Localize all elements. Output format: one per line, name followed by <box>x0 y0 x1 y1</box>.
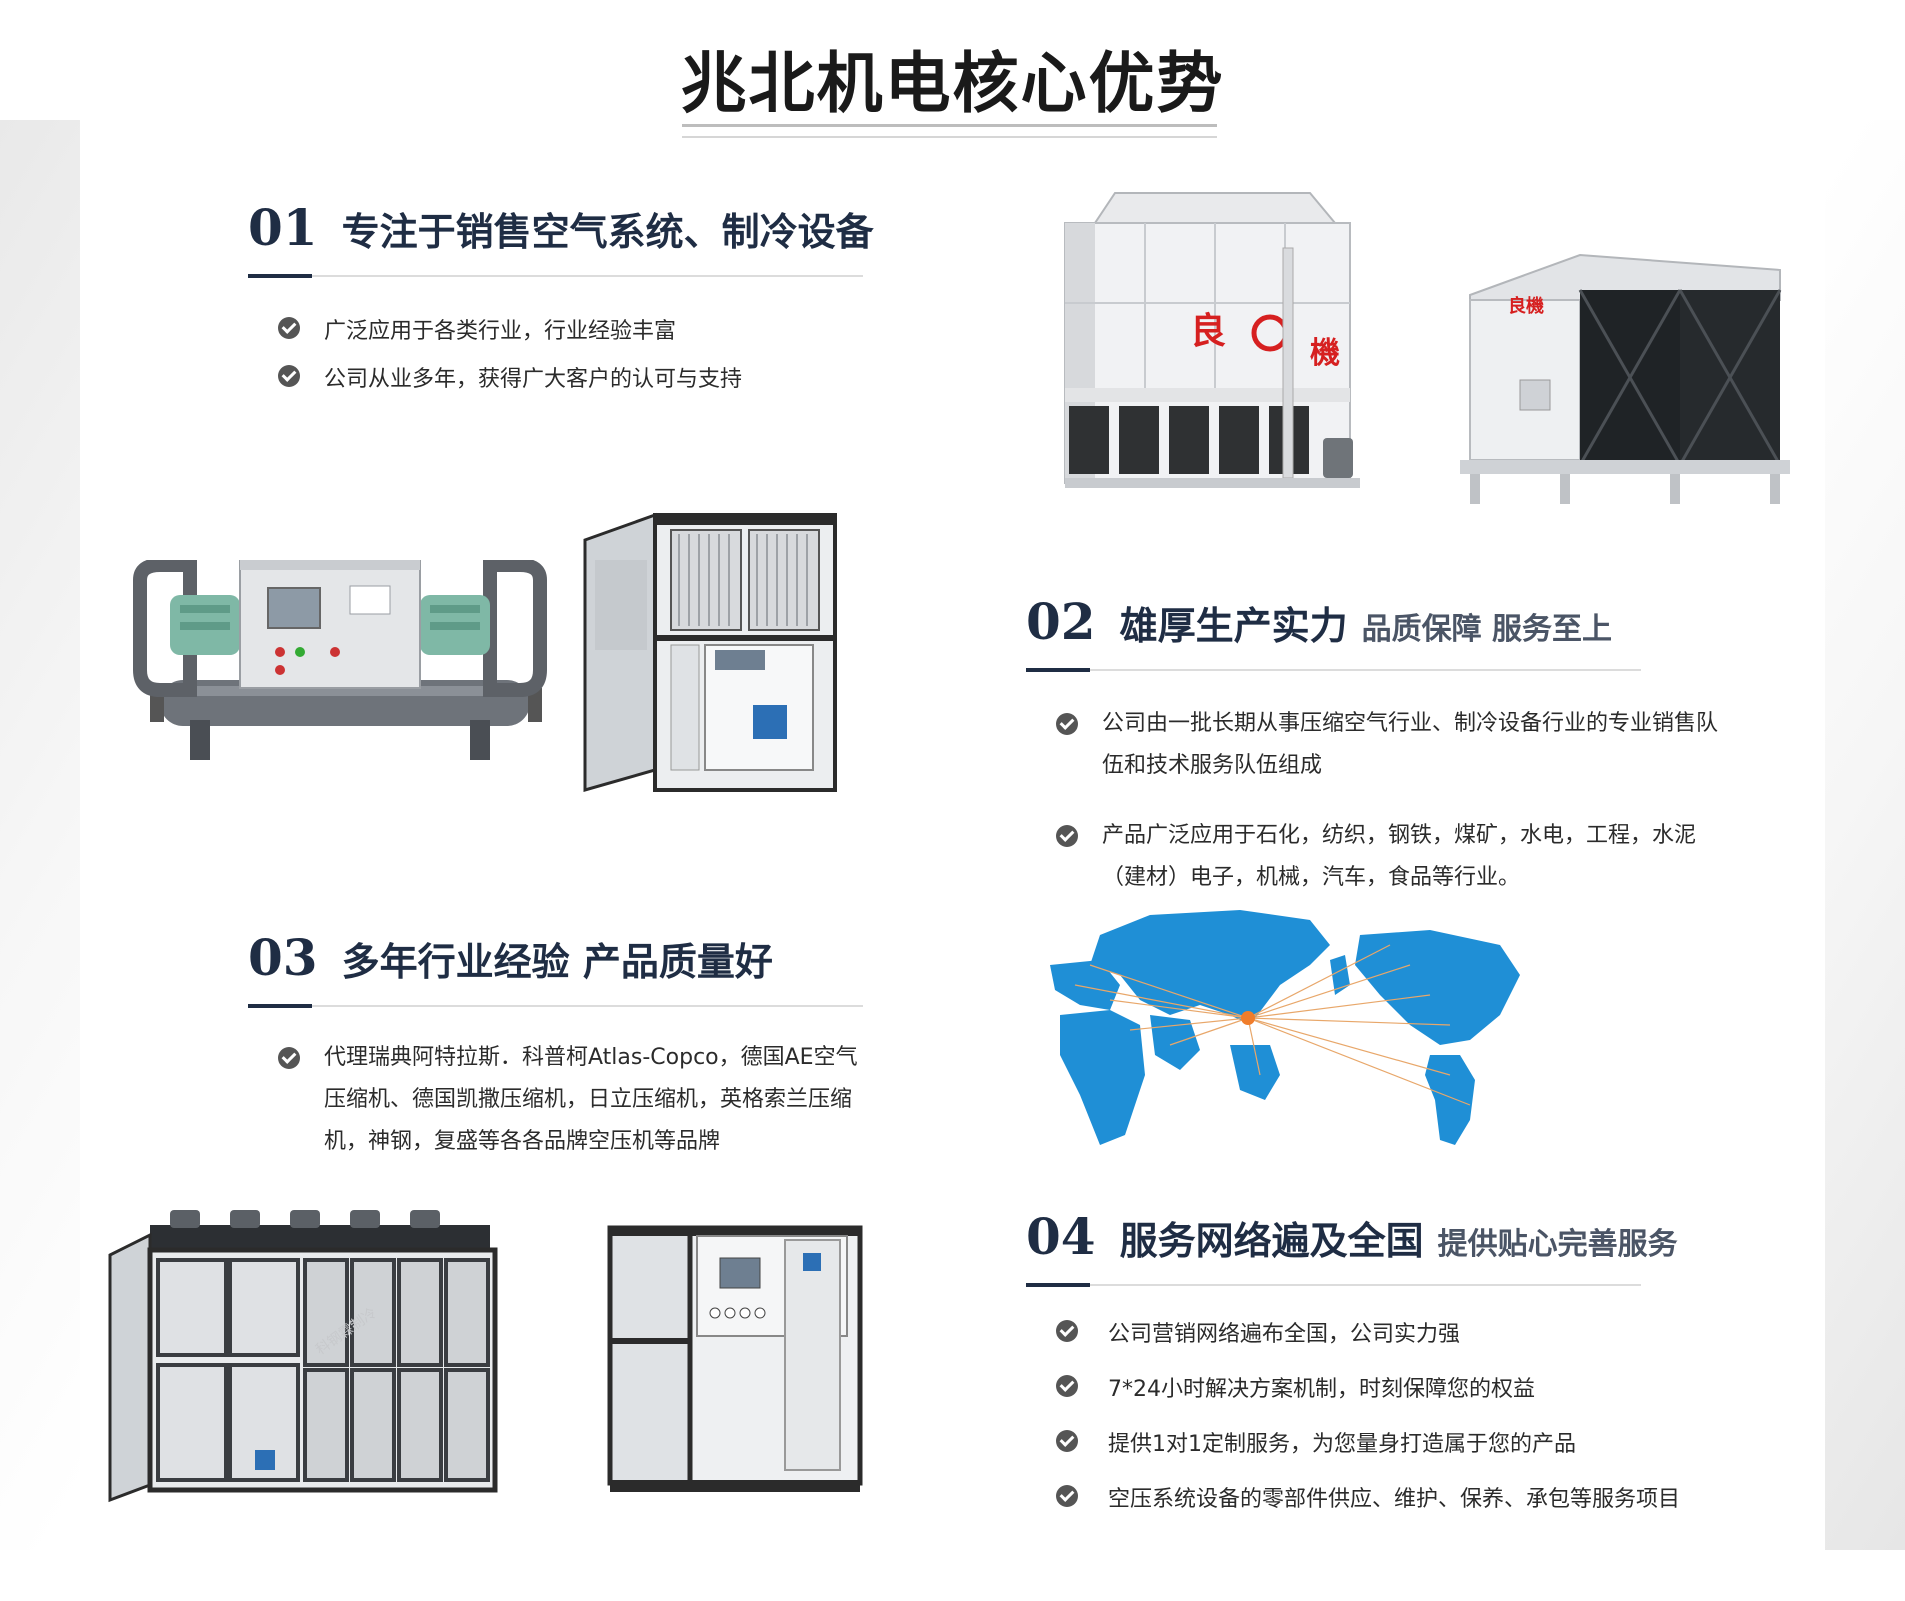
check-circle-icon <box>278 1047 300 1069</box>
section-title: 多年行业经验 产品质量好 <box>341 940 773 984</box>
section-02: 02 雄厚生产实力 品质保障 服务至上 公司由一批长期从事压缩空气行业、制冷设备… <box>1026 592 1741 899</box>
section-03: 03 多年行业经验 产品质量好 代理瑞典阿特拉斯．科普柯Atlas-Copco，… <box>248 928 863 1163</box>
bullet-text: 提供1对1定制服务，为您量身打造属于您的产品 <box>1108 1432 1576 1457</box>
section-divider <box>248 274 863 278</box>
air-cooled-chiller-image <box>575 500 845 810</box>
check-circle-icon <box>278 317 300 339</box>
tower2-logo: 良機 <box>1508 295 1544 317</box>
section-header: 01 专注于销售空气系统、制冷设备 <box>248 198 874 257</box>
section-number: 01 <box>248 198 318 257</box>
tower-logo-right: 機 <box>1310 336 1340 371</box>
check-circle-icon <box>1056 1375 1078 1397</box>
section-divider <box>248 1004 863 1008</box>
list-item: 公司由一批长期从事压缩空气行业、制冷设备行业的专业销售队伍和技术服务队伍组成 <box>1056 703 1736 787</box>
box-chiller-image <box>605 1218 870 1498</box>
bullet-text: 代理瑞典阿特拉斯．科普柯Atlas-Copco，德国AE空气压缩机、德国凯撒压缩… <box>324 1045 858 1154</box>
modular-chiller-image: 科钢霖制冷 <box>90 1205 510 1505</box>
section-01: 01 专注于销售空气系统、制冷设备 广泛应用于各类行业，行业经验丰富 公司从业多… <box>248 198 874 393</box>
section-title: 专注于销售空气系统、制冷设备 <box>341 210 874 254</box>
page-title: 兆北机电核心优势 <box>680 45 1225 122</box>
bullet-text: 公司从业多年，获得广大客户的认可与支持 <box>324 367 743 392</box>
list-item: 公司营销网络遍布全国，公司实力强 <box>1056 1316 1741 1348</box>
section-header: 04 服务网络遍及全国 提供贴心完善服务 <box>1026 1207 1741 1266</box>
check-circle-icon <box>1056 713 1078 735</box>
bullet-text: 7*24小时解决方案机制，时刻保障您的权益 <box>1108 1377 1535 1402</box>
list-item: 空压系统设备的零部件供应、维护、保养、承包等服务项目 <box>1056 1481 1741 1513</box>
bullet-list: 广泛应用于各类行业，行业经验丰富 公司从业多年，获得广大客户的认可与支持 <box>278 313 863 393</box>
bullet-text: 广泛应用于各类行业，行业经验丰富 <box>324 319 677 344</box>
bullet-text: 空压系统设备的零部件供应、维护、保养、承包等服务项目 <box>1108 1487 1681 1512</box>
list-item: 7*24小时解决方案机制，时刻保障您的权益 <box>1056 1371 1741 1403</box>
check-circle-icon <box>1056 825 1078 847</box>
section-divider <box>1026 668 1641 672</box>
cooling-tower-image: 良 機 <box>1055 178 1375 508</box>
bullet-list: 代理瑞典阿特拉斯．科普柯Atlas-Copco，德国AE空气压缩机、德国凯撒压缩… <box>278 1037 868 1163</box>
section-header: 03 多年行业经验 产品质量好 <box>248 928 863 987</box>
section-subtitle: 提供贴心完善服务 <box>1437 1227 1678 1262</box>
check-circle-icon <box>278 365 300 387</box>
section-divider <box>1026 1283 1641 1287</box>
check-circle-icon <box>1056 1430 1078 1452</box>
list-item: 公司从业多年，获得广大客户的认可与支持 <box>278 361 863 393</box>
tower-logo-left: 良 <box>1190 310 1226 352</box>
bullet-text: 产品广泛应用于石化，纺织，钢铁，煤矿，水电，工程，水泥（建材）电子，机械，汽车，… <box>1102 823 1697 890</box>
section-subtitle: 品质保障 服务至上 <box>1361 612 1613 647</box>
screw-chiller-image <box>130 560 550 770</box>
list-item: 代理瑞典阿特拉斯．科普柯Atlas-Copco，德国AE空气压缩机、德国凯撒压缩… <box>278 1037 868 1163</box>
world-map-image <box>1030 905 1550 1160</box>
title-underline <box>682 124 1217 138</box>
section-title: 服务网络遍及全国 <box>1119 1219 1424 1263</box>
section-title: 雄厚生产实力 <box>1119 604 1348 648</box>
bullet-text: 公司由一批长期从事压缩空气行业、制冷设备行业的专业销售队伍和技术服务队伍组成 <box>1102 711 1719 778</box>
bullet-list: 公司营销网络遍布全国，公司实力强 7*24小时解决方案机制，时刻保障您的权益 提… <box>1056 1316 1741 1513</box>
section-number: 02 <box>1026 592 1096 651</box>
section-number: 03 <box>248 928 318 987</box>
list-item: 提供1对1定制服务，为您量身打造属于您的产品 <box>1056 1426 1741 1458</box>
section-04: 04 服务网络遍及全国 提供贴心完善服务 公司营销网络遍布全国，公司实力强 7*… <box>1026 1207 1741 1513</box>
check-circle-icon <box>1056 1320 1078 1342</box>
section-header: 02 雄厚生产实力 品质保障 服务至上 <box>1026 592 1741 651</box>
check-circle-icon <box>1056 1485 1078 1507</box>
bullet-list: 公司由一批长期从事压缩空气行业、制冷设备行业的专业销售队伍和技术服务队伍组成 产… <box>1056 703 1736 899</box>
section-number: 04 <box>1026 1207 1096 1266</box>
bullet-text: 公司营销网络遍布全国，公司实力强 <box>1108 1322 1461 1347</box>
square-cooling-tower-image: 良機 <box>1450 240 1800 510</box>
list-item: 产品广泛应用于石化，纺织，钢铁，煤矿，水电，工程，水泥（建材）电子，机械，汽车，… <box>1056 815 1736 899</box>
list-item: 广泛应用于各类行业，行业经验丰富 <box>278 313 863 345</box>
